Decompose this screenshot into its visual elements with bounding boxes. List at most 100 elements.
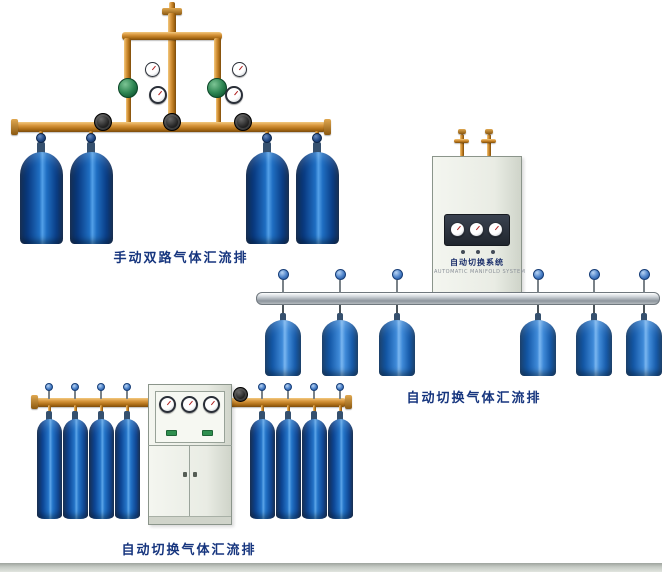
cylinder-neck	[124, 411, 130, 420]
pressure-gauge	[469, 222, 484, 237]
gas-cylinder	[19, 152, 63, 244]
tee-header-pipe	[122, 32, 222, 40]
pipe-top-stub	[169, 2, 175, 10]
manifold-valve-knob	[588, 269, 600, 280]
manifold-valve-knob	[638, 269, 650, 280]
pressure-gauge	[149, 86, 167, 104]
regulator-outlet-pipe	[216, 78, 221, 124]
pressure-regulator	[118, 78, 138, 98]
cabinet-inlet-pipe	[487, 134, 491, 157]
manifold-valve-knob	[310, 383, 318, 391]
cylinder-neck	[285, 411, 291, 420]
pipe-top-cap	[162, 8, 182, 15]
cabinet-label: 自动切换系统	[450, 258, 504, 267]
manifold-valve-knob	[97, 383, 105, 391]
cylinder-valve-knob	[262, 133, 272, 143]
cabinet-door-divider	[148, 445, 232, 446]
pressure-gauge	[488, 222, 503, 237]
manifold-valve-knob	[532, 269, 544, 280]
indicator-label	[166, 430, 177, 436]
manifold-valve-stem	[261, 390, 263, 399]
inlet-pipe-tee	[454, 139, 469, 143]
valve-handwheel	[94, 113, 112, 131]
pressure-gauge	[159, 396, 176, 413]
cabinet-door-handle	[193, 472, 197, 477]
cabinet-base	[149, 516, 231, 524]
manifold-end-cap	[324, 119, 331, 135]
manifold-valve-knob	[123, 383, 131, 391]
cylinder-riser-pipe	[338, 405, 342, 414]
cabinet-sublabel: AUTOMATIC MANIFOLD SYSTEM	[434, 269, 526, 275]
regulator-drop-pipe	[214, 38, 221, 80]
pressure-gauge	[181, 396, 198, 413]
gas-cylinder	[295, 152, 339, 244]
cylinder-neck	[337, 411, 343, 420]
manifold-valve-stem	[100, 390, 102, 399]
gas-cylinder	[69, 152, 113, 244]
cylinder-neck	[535, 313, 541, 321]
cylinder-neck	[394, 313, 400, 321]
cylinder-neck	[641, 313, 647, 321]
cylinder-neck	[72, 411, 78, 420]
cylinder-neck	[98, 411, 104, 420]
cylinder-valve-knob	[312, 133, 322, 143]
manifold-valve-knob	[284, 383, 292, 391]
gas-cylinder	[327, 419, 353, 519]
indicator-light	[491, 250, 495, 254]
manifold-valve-knob	[277, 269, 289, 280]
valve-handwheel	[234, 113, 252, 131]
manifold-end-cap	[31, 395, 38, 409]
gas-cylinder	[249, 419, 275, 519]
manifold-valve-stem	[287, 390, 289, 399]
gas-cylinder	[265, 320, 301, 376]
pressure-gauge	[225, 86, 243, 104]
manifold-valve-stem	[48, 390, 50, 399]
cylinder-neck	[280, 313, 286, 321]
inlet-pipe-tee	[481, 139, 496, 143]
manifold-valve-stem	[643, 280, 645, 293]
manifold-valve-stem	[313, 390, 315, 399]
gas-cylinder	[245, 152, 289, 244]
cylinder-neck	[263, 142, 271, 153]
cabinet-door-handle	[183, 472, 187, 477]
cylinder-neck	[591, 313, 597, 321]
manifold-end-cap	[345, 395, 352, 409]
gas-cylinder	[301, 419, 327, 519]
manifold-valve-stem	[74, 390, 76, 399]
gas-cylinder	[275, 419, 301, 519]
inlet-pipe-cap	[485, 129, 493, 134]
gas-cylinder	[322, 320, 358, 376]
gas-cylinder	[62, 419, 88, 519]
cylinder-riser-pipe	[312, 405, 316, 414]
cylinder-neck	[87, 142, 95, 153]
regulator-drop-pipe	[124, 38, 131, 80]
manifold-valve-knob	[391, 269, 403, 280]
indicator-light	[461, 250, 465, 254]
cylinder-riser-pipe	[260, 405, 264, 414]
manifold-valve-knob	[45, 383, 53, 391]
cylinder-valve-knob	[36, 133, 46, 143]
product-caption: 自动切换气体汇流排	[121, 543, 257, 558]
cylinder-neck	[313, 142, 321, 153]
cylinder-riser-pipe	[125, 405, 129, 414]
cylinder-neck	[337, 313, 343, 321]
indicator-label	[202, 430, 213, 436]
gas-cylinder	[88, 419, 114, 519]
manifold-valve-knob	[336, 383, 344, 391]
page-bottom-divider	[0, 563, 662, 572]
pressure-gauge	[145, 62, 160, 77]
manifold-pipe	[256, 292, 660, 305]
cylinder-riser-pipe	[47, 405, 51, 414]
cylinder-riser-pipe	[73, 405, 77, 414]
gas-cylinder	[36, 419, 62, 519]
manifold-valve-stem	[339, 280, 341, 293]
manifold-valve-stem	[593, 280, 595, 293]
manifold-valve-stem	[339, 390, 341, 399]
product-caption: 手动双路气体汇流排	[113, 251, 249, 266]
manifold-valve-stem	[282, 280, 284, 293]
cylinder-neck	[46, 411, 52, 420]
